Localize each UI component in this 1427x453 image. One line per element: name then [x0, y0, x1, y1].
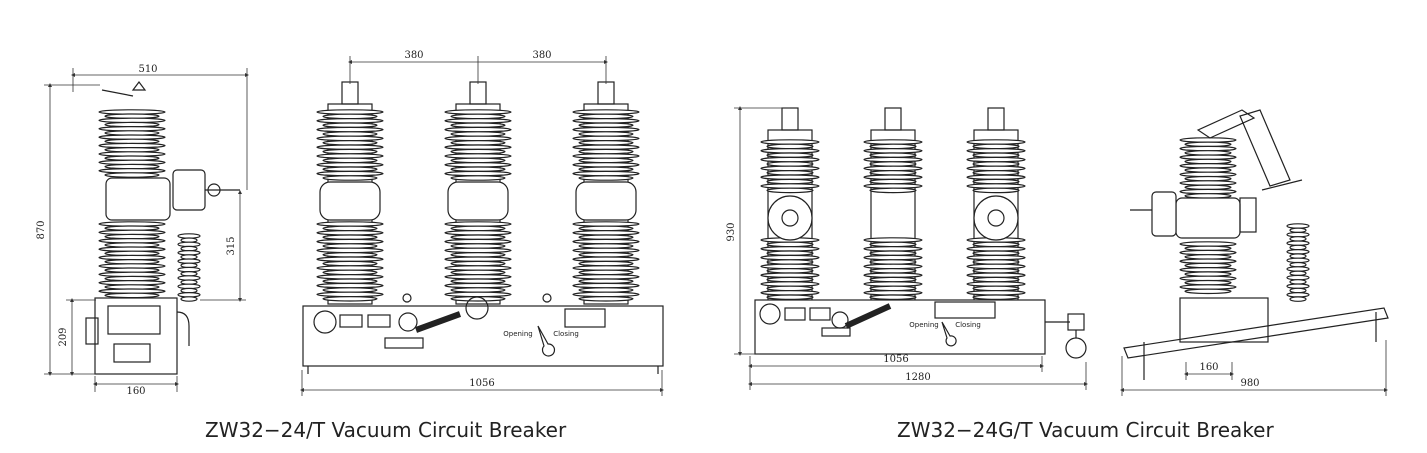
left-opening-label: Opening: [503, 330, 533, 338]
left-closing-label: Closing: [553, 330, 579, 338]
dim-870: 870: [36, 220, 47, 239]
right-side-dimensions: [1120, 340, 1388, 396]
left-side-view: [85, 81, 240, 375]
right-side-view: [1123, 109, 1389, 380]
dim-930: 930: [726, 222, 737, 241]
left-side-dimensions: [44, 68, 249, 392]
dim-160-left: 160: [126, 386, 145, 397]
dim-315: 315: [226, 236, 237, 255]
dim-160-right: 160: [1199, 362, 1218, 373]
dim-980: 980: [1240, 378, 1259, 389]
left-front-view: [302, 81, 664, 374]
right-front-dimensions: [734, 106, 1088, 390]
dim-380-b: 380: [532, 50, 551, 61]
dim-209: 209: [58, 327, 69, 346]
dim-1056-right: 1056: [883, 354, 908, 365]
dim-380-a: 380: [404, 50, 423, 61]
dim-1280: 1280: [905, 372, 930, 383]
right-opening-label: Opening: [909, 321, 939, 329]
dim-1056-left: 1056: [469, 378, 494, 389]
right-caption: ZW32−24G/T Vacuum Circuit Breaker: [897, 418, 1274, 442]
left-front-dimensions: [300, 56, 664, 396]
dim-510: 510: [138, 64, 157, 75]
left-caption: ZW32−24/T Vacuum Circuit Breaker: [205, 418, 567, 442]
right-closing-label: Closing: [955, 321, 981, 329]
right-front-view: [754, 107, 1087, 359]
